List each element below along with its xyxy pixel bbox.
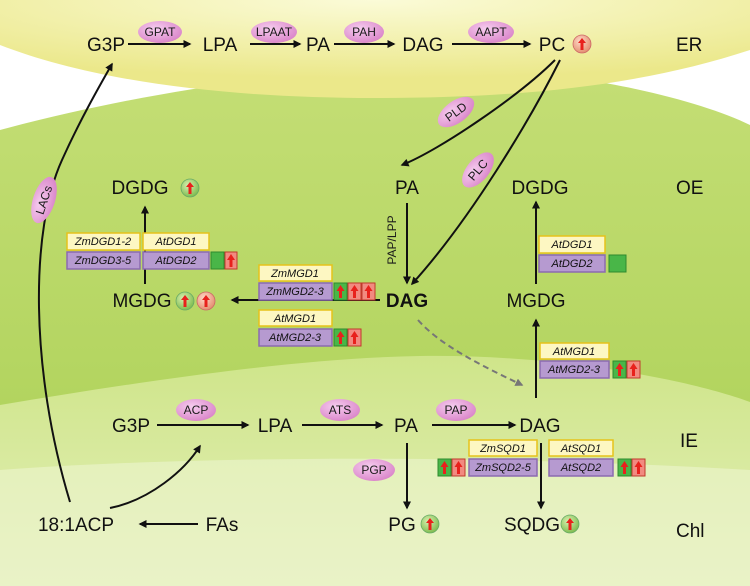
- gene-zmmgd1: ZmMGD1: [270, 268, 319, 280]
- red-up-arrow-box-icon: [451, 458, 466, 477]
- up-arrow-green-circle-icon: [420, 514, 440, 534]
- oe-dgdg-right-label: DGDG: [512, 178, 569, 199]
- compartment-oe-label: OE: [676, 178, 703, 199]
- svg-text:ATS: ATS: [329, 403, 351, 417]
- gene-atmgd2-3-mid: AtMGD2-3: [268, 332, 322, 344]
- er-g3p-label: G3P: [87, 35, 125, 56]
- pg-label: PG: [388, 515, 415, 536]
- up-arrow-green-circle-icon: [560, 514, 580, 534]
- ie-lpa-label: LPA: [258, 416, 293, 437]
- gene-atmgd1-right: AtMGD1: [552, 346, 595, 358]
- up-arrow-red-circle-icon: [196, 291, 216, 311]
- svg-text:AAPT: AAPT: [475, 25, 507, 39]
- up-arrow-green-circle-icon: [175, 291, 195, 311]
- gene-atsqd1: AtSQD1: [560, 443, 601, 455]
- red-up-arrow-box-icon: [631, 458, 646, 477]
- svg-text:PGP: PGP: [361, 463, 386, 477]
- gene-group-mgd-at-mid: AtMGD1 AtMGD2-3: [258, 309, 362, 347]
- enzyme-gpat: GPAT: [138, 21, 182, 43]
- green-box-icon: [210, 251, 225, 270]
- svg-text:PAP: PAP: [444, 403, 467, 417]
- er-band: [0, 0, 750, 98]
- red-up-arrow-box-icon: [347, 328, 362, 347]
- gene-atdgd2-right: AtDGD2: [551, 258, 593, 270]
- compartment-er-label: ER: [676, 35, 702, 56]
- ie-pa-label: PA: [394, 416, 418, 437]
- oe-dgdg-left-label: DGDG: [112, 178, 169, 199]
- gene-zmdgd1-2: ZmDGD1-2: [74, 236, 131, 248]
- gene-group-dgd-left: ZmDGD1-2 AtDGD1 ZmDGD3-5 AtDGD2: [66, 232, 238, 270]
- gene-group-dgd-right: AtDGD1 AtDGD2: [538, 235, 627, 273]
- enzyme-lpaat: LPAAT: [251, 21, 297, 43]
- dashed-arrow: [417, 319, 524, 386]
- gene-group-mgd-zm: ZmMGD1 ZmMGD2-3: [258, 264, 376, 301]
- enzyme-aapt: AAPT: [468, 21, 514, 43]
- green-box-icon: [617, 458, 632, 477]
- er-lpa-label: LPA: [203, 35, 238, 56]
- gene-group-sqd: ZmSQD1 ZmSQD2-5 AtSQD1 AtSQD2: [437, 439, 646, 477]
- enzyme-pap: PAP: [436, 399, 476, 421]
- svg-text:PAH: PAH: [352, 25, 376, 39]
- gene-atmgd1-mid: AtMGD1: [273, 313, 316, 325]
- compartment-chl-label: Chl: [676, 521, 705, 542]
- green-box-icon: [333, 328, 348, 347]
- chloroplast-band: [0, 458, 750, 586]
- svg-text:PAP/LPP: PAP/LPP: [385, 215, 399, 264]
- gene-atsqd2: AtSQD2: [560, 462, 601, 474]
- oe-mgdg-left-label: MGDG: [112, 291, 171, 312]
- er-pc-label: PC: [539, 35, 565, 56]
- compartment-ie-label: IE: [680, 431, 698, 452]
- acp-18-1-label: 18:1ACP: [38, 515, 114, 536]
- svg-text:ACP: ACP: [184, 403, 209, 417]
- enzyme-pap-lpp: PAP/LPP: [385, 215, 399, 264]
- oe-pa-label: PA: [395, 178, 419, 199]
- gene-zmdgd3-5: ZmDGD3-5: [74, 255, 132, 267]
- gene-group-mgd-right: AtMGD1 AtMGD2-3: [539, 342, 641, 379]
- gene-zmmgd2-3: ZmMGD2-3: [265, 286, 324, 298]
- enzyme-acp: ACP: [176, 399, 216, 421]
- up-arrow-green-circle-icon: [180, 178, 200, 198]
- sqdg-label: SQDG: [504, 515, 560, 536]
- er-pa-label: PA: [306, 35, 330, 56]
- gene-zmsqd2-5: ZmSQD2-5: [474, 462, 532, 474]
- green-box-icon: [333, 282, 348, 301]
- svg-text:GPAT: GPAT: [145, 25, 177, 39]
- svg-text:LPAAT: LPAAT: [256, 25, 293, 39]
- green-box-icon: [608, 254, 627, 273]
- red-up-arrow-box-icon: [626, 360, 641, 379]
- fas-label: FAs: [206, 515, 239, 536]
- oe-mgdg-right-label: MGDG: [506, 291, 565, 312]
- ie-dag-label: DAG: [519, 416, 560, 437]
- green-box-icon: [612, 360, 627, 379]
- ie-g3p-label: G3P: [112, 416, 150, 437]
- gene-atdgd1-right: AtDGD1: [551, 239, 593, 251]
- enzyme-ats: ATS: [320, 399, 360, 421]
- up-arrow-red-circle-icon: [572, 34, 592, 54]
- gene-zmsqd1: ZmSQD1: [479, 443, 526, 455]
- enzyme-pah: PAH: [344, 21, 384, 43]
- red-up-arrow-box-icon: [224, 251, 238, 270]
- red-up-arrow-box-icon: [347, 282, 362, 301]
- red-up-arrow-box-icon: [361, 282, 376, 301]
- enzyme-pgp: PGP: [353, 459, 395, 481]
- er-dag-label: DAG: [402, 35, 443, 56]
- enzyme-lacs: LACs: [31, 176, 57, 224]
- gene-atdgd1-left: AtDGD1: [155, 236, 197, 248]
- oe-dag-label: DAG: [386, 291, 428, 312]
- gene-atmgd2-3-right: AtMGD2-3: [547, 364, 601, 376]
- green-box-icon: [437, 458, 452, 477]
- gene-atdgd2-left: AtDGD2: [155, 255, 197, 267]
